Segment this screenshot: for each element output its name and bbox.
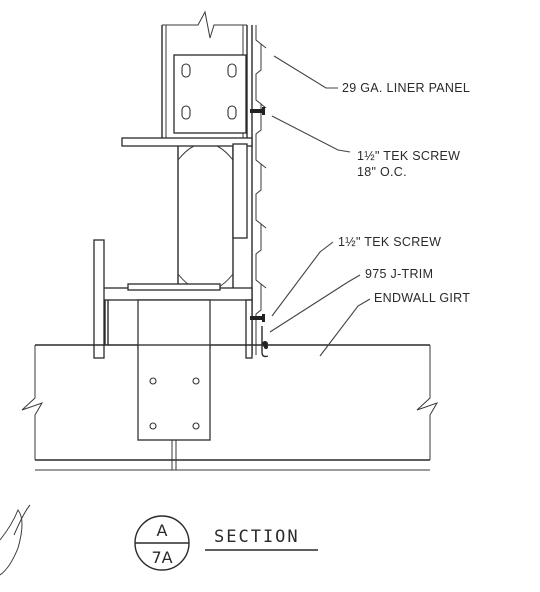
- clip-angle: [232, 143, 248, 239]
- section-marker: A 7A SECTION: [134, 515, 318, 571]
- endwall-girt: [21, 344, 439, 471]
- column-base-plate: [173, 54, 247, 134]
- label-endwall-girt: ENDWALL GIRT: [374, 291, 470, 305]
- label-tek-screw-upper: 1½" TEK SCREW: [357, 149, 460, 163]
- bolt-hole: [181, 63, 191, 78]
- label-tek-screw-lower: 1½" TEK SCREW: [338, 235, 441, 249]
- bolt-hole: [149, 422, 157, 430]
- label-j-trim: 975 J-TRIM: [365, 267, 433, 281]
- tek-screw-lower: [250, 314, 265, 322]
- section-title: SECTION: [214, 527, 300, 547]
- label-tek-screw-spacing: 18" O.C.: [357, 165, 407, 179]
- bolt-hole: [227, 105, 237, 120]
- section-sheet: 7A: [151, 548, 172, 567]
- section-letter: A: [157, 521, 168, 540]
- girt-bottom-plate: [101, 283, 253, 345]
- hand-mark: [0, 504, 31, 576]
- bolt-hole: [181, 105, 191, 120]
- bolt-hole: [192, 422, 200, 430]
- girt-top-flange: [121, 137, 253, 147]
- bolt-hole: [192, 377, 200, 385]
- liner-panel: [251, 25, 267, 355]
- j-trim: [261, 326, 269, 358]
- right-lower-plate: [245, 299, 253, 359]
- leader-lines: [264, 55, 371, 357]
- upper-column: [161, 10, 248, 138]
- bolt-hole: [227, 63, 237, 78]
- bolt-hole: [149, 377, 157, 385]
- label-liner-panel: 29 GA. LINER PANEL: [342, 81, 470, 95]
- left-flange: [93, 239, 105, 359]
- girt-web: [177, 145, 234, 289]
- lower-post: [137, 299, 211, 470]
- tek-screw-upper: [250, 107, 265, 115]
